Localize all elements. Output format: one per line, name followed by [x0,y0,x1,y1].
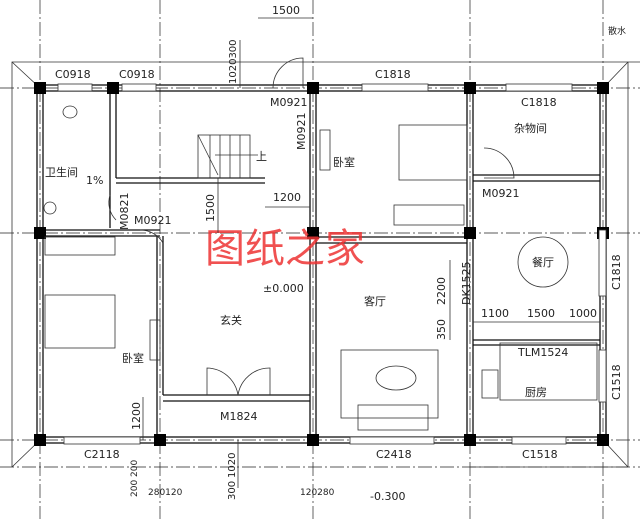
label-c1818: C1818 [375,68,411,81]
stair [197,134,258,179]
opening-labels: C0918 C0918 M0921 M0921 C1818 C1818 M092… [55,68,623,461]
dim-300: 300 [227,481,238,500]
dim-1500: 1500 [527,307,555,320]
label-c1518: C1518 [610,364,623,400]
label-c2118: C2118 [84,448,120,461]
wardrobe-left [44,236,116,256]
dim-1100: 1100 [481,307,509,320]
label-dk1525: DK1525 [460,261,473,305]
outdoor-level: -0.300 [370,490,405,503]
basin-icon [43,201,57,215]
stove [481,369,499,399]
walls [36,84,607,444]
label-c0918: C0918 [55,68,91,81]
dim-280120: 280120 [148,488,183,498]
dim-200: 200 [130,480,140,497]
label-c2418: C2418 [376,448,412,461]
bed-left [44,294,116,349]
sofa [357,404,429,431]
room-foyer: 玄关 [220,313,242,327]
dim-1500: 1500 [272,4,300,17]
dim-350: 350 [435,319,448,340]
annotations: 1% 上 ±0.000 -0.300 散水 [86,25,626,503]
toilet-icon [62,105,78,119]
kitchen-counter [499,342,598,401]
dim-1020: 1020 [227,453,238,478]
room-living: 客厅 [364,294,386,308]
dim-1000: 1000 [569,307,597,320]
label-tlm1524: TLM1524 [517,346,568,359]
label-c0918: C0918 [119,68,155,81]
coffee-table [375,365,417,391]
bed-top [398,124,468,181]
slope-label: 1% [86,174,103,187]
dimensions: 1500 1020300 1500 1200 2200 350 1100 150… [130,4,600,500]
label-m0921: M0921 [295,113,308,151]
label-m0921: M0921 [134,214,172,227]
room-labels: 卫生间 卧室 杂物间 餐厅 客厅 玄关 卧室 厨房 [45,121,554,399]
windows [57,83,607,445]
dim-1020300: 1020300 [228,39,239,84]
dining-table [517,236,569,288]
tv-cabinet-top [319,129,331,171]
label-c1818: C1818 [610,254,623,290]
eave-outline [11,61,640,468]
room-storage: 杂物间 [514,121,547,135]
room-kitchen: 厨房 [525,386,547,399]
wardrobe-top [393,204,465,226]
apron-label: 散水 [608,25,626,37]
doors [108,57,515,396]
dim-1200: 1200 [130,402,143,430]
sofa-rug [340,349,439,419]
label-c1818: C1818 [521,96,557,109]
floor-level: ±0.000 [263,282,304,295]
room-dining: 餐厅 [532,255,554,269]
room-bathroom: 卫生间 [45,165,78,179]
dim-1200: 1200 [273,191,301,204]
dim-200: 200 [130,460,140,477]
label-m1824: M1824 [220,410,258,423]
label-m0921: M0921 [270,96,308,109]
stair-up-label: 上 [256,150,267,163]
dim-120280: 120280 [300,488,335,498]
label-m0821: M0821 [118,193,131,231]
label-c1518: C1518 [522,448,558,461]
tv-cabinet-left [149,319,161,361]
room-bedroom-top: 卧室 [333,155,355,169]
room-bedroom-left: 卧室 [122,351,144,365]
dim-1500: 1500 [204,194,217,222]
dim-2200: 2200 [435,277,448,305]
furniture [43,105,598,431]
label-m0921: M0921 [482,187,520,200]
watermark: 图纸之家 [205,226,365,272]
